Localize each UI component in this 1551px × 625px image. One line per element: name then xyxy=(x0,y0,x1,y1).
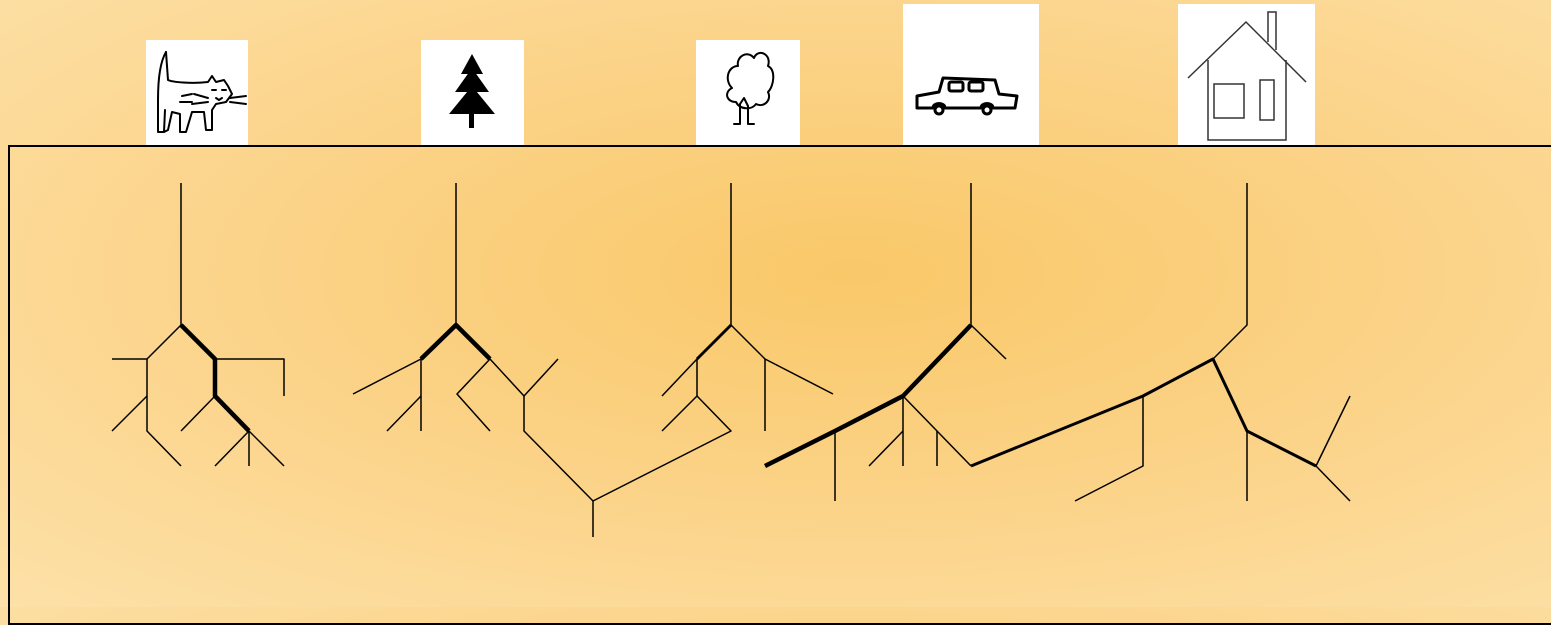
maze-spruce xyxy=(353,183,593,537)
maze-tree-solution xyxy=(697,325,731,359)
maze-car-solution xyxy=(765,325,971,466)
maze-cat xyxy=(112,183,284,466)
maze-house xyxy=(1075,183,1350,501)
maze-car xyxy=(835,183,1006,501)
maze-puzzle-stage xyxy=(0,0,1551,607)
maze-spruce-solution xyxy=(421,325,490,359)
branching-mazes xyxy=(0,0,1551,607)
maze-cat-solution xyxy=(181,325,249,431)
